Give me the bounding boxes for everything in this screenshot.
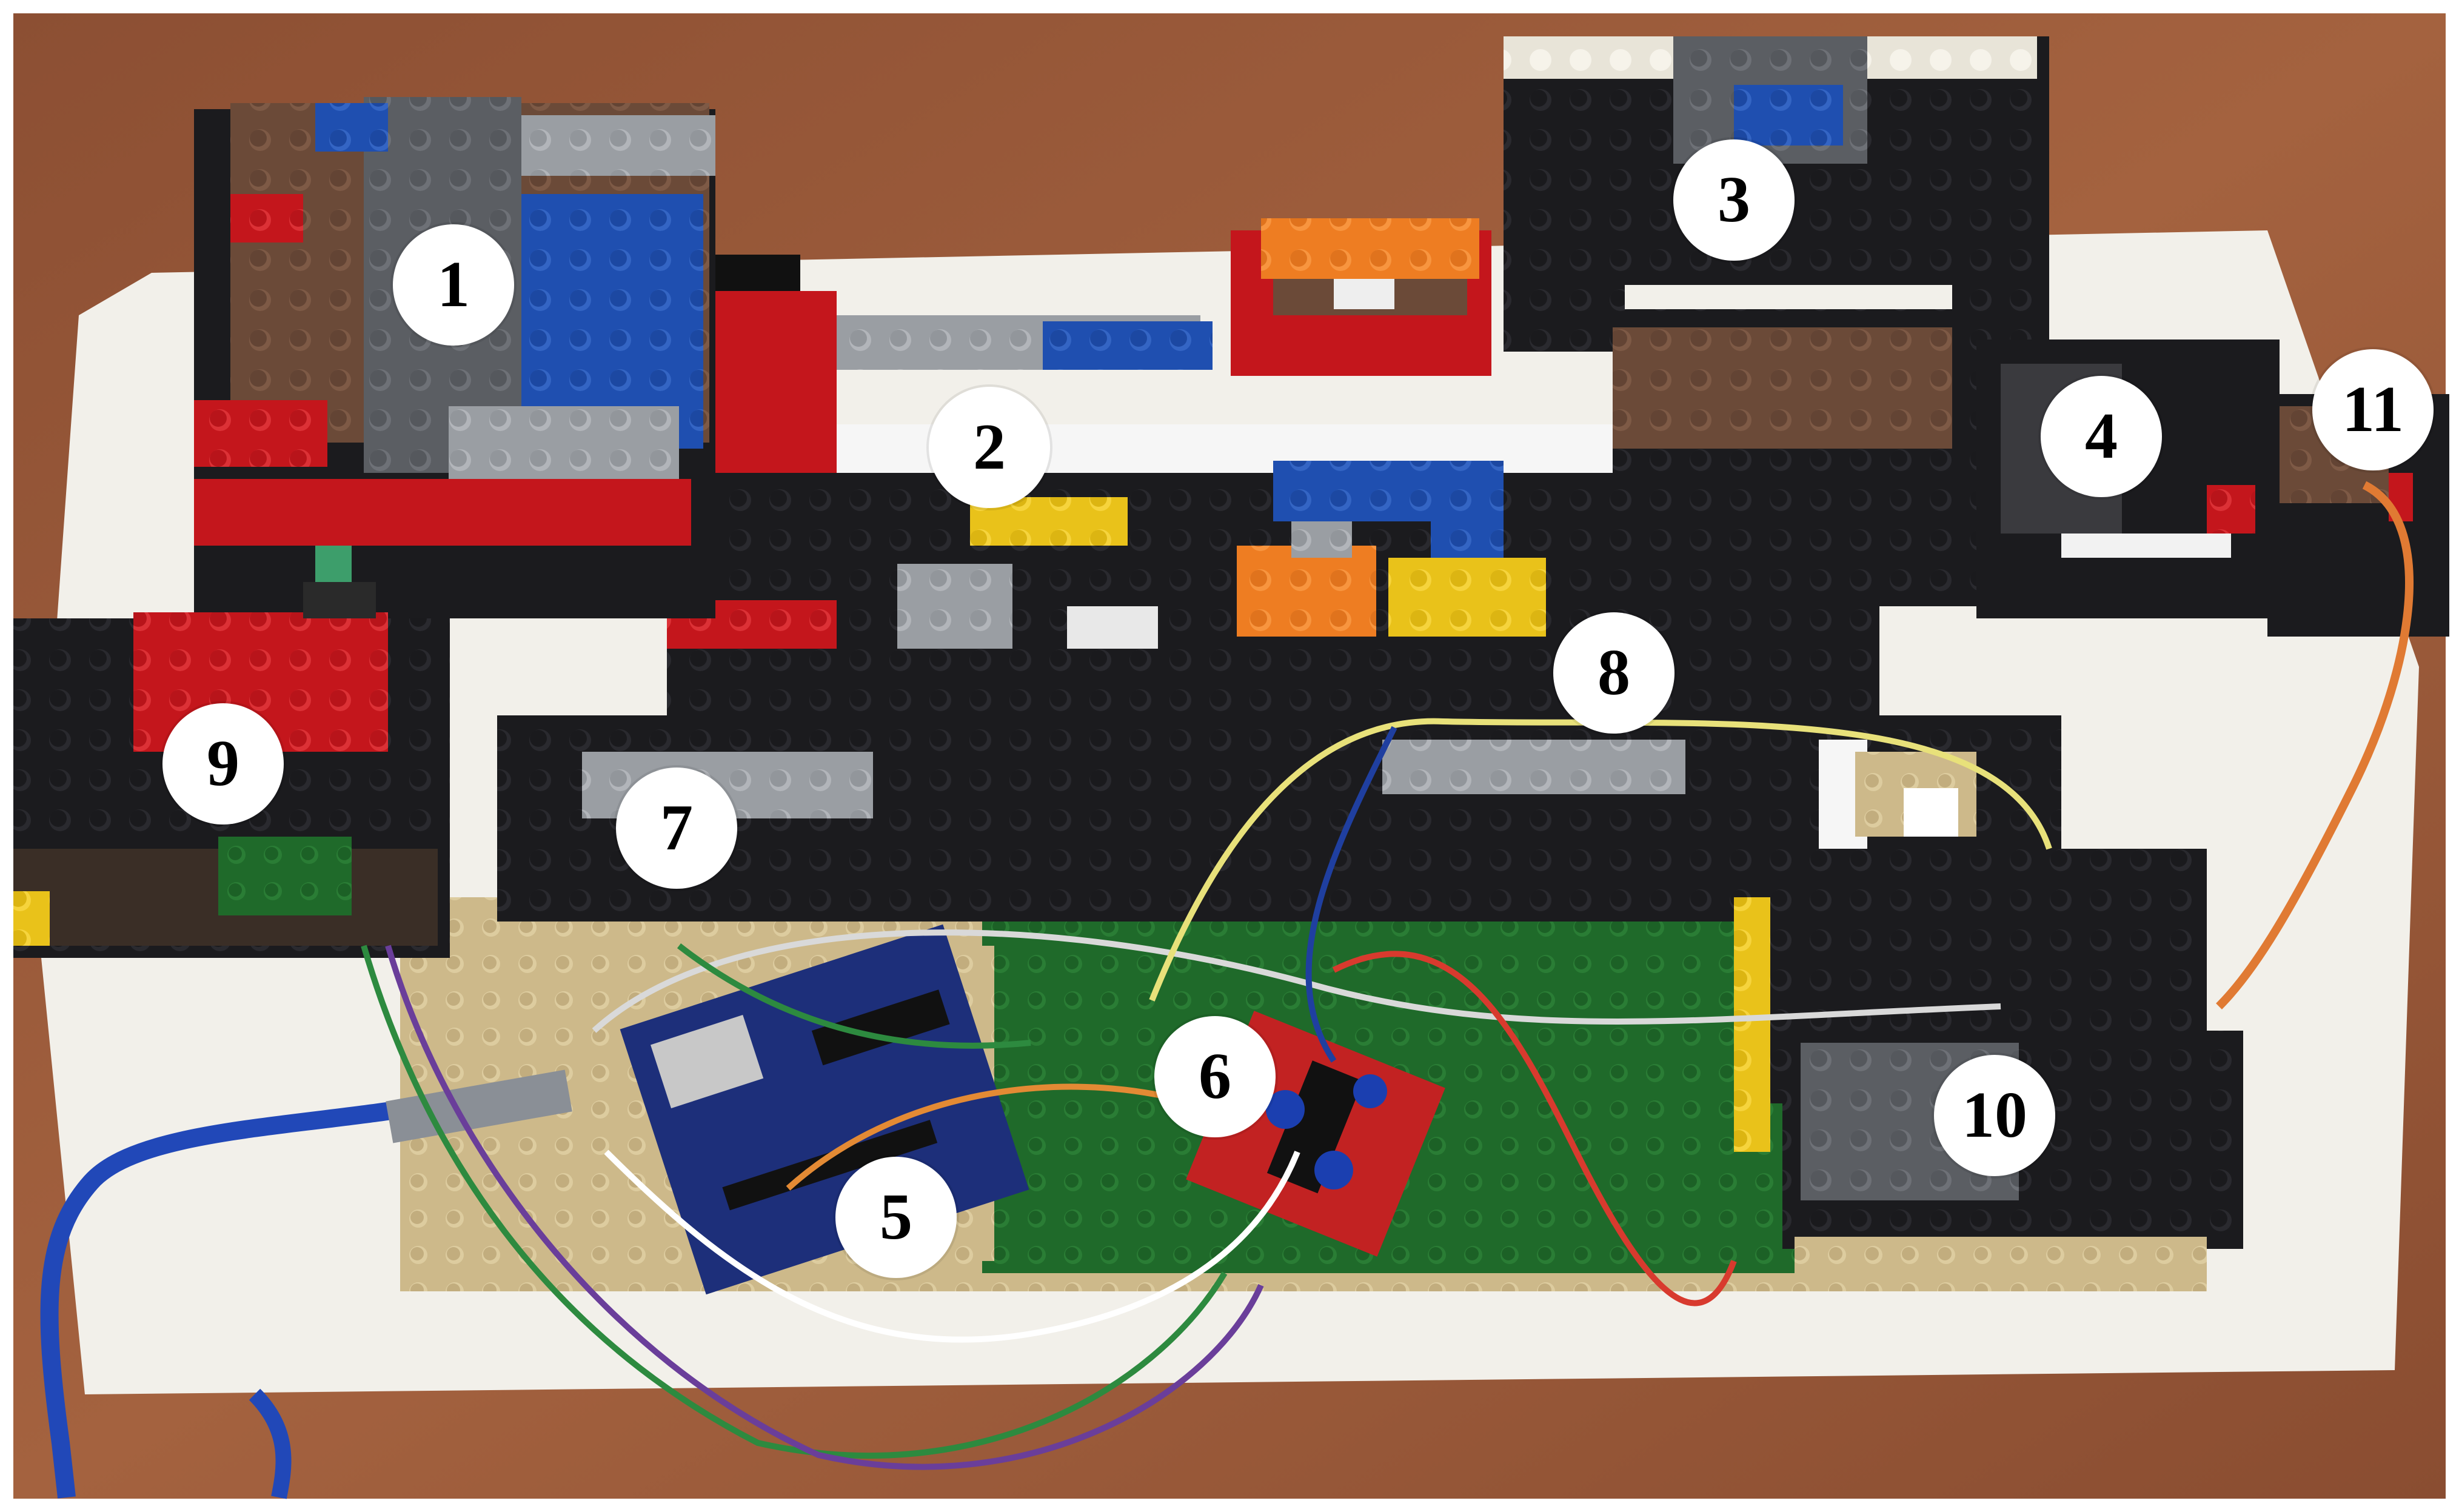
- wires: [361, 481, 2414, 1470]
- marker-1: 1: [393, 224, 514, 346]
- module-3: [1504, 36, 2049, 352]
- marker-11: 11: [2312, 349, 2434, 470]
- usb-cable: [40, 1094, 438, 1499]
- marker-4: 4: [2041, 376, 2162, 497]
- marker-7: 7: [616, 768, 737, 889]
- module-9: [13, 546, 450, 958]
- marker-5: 5: [835, 1157, 957, 1278]
- marker-2: 2: [929, 387, 1050, 508]
- module-1: [194, 97, 715, 618]
- marker-10: 10: [1934, 1055, 2055, 1176]
- marker-6: 6: [1154, 1016, 1276, 1137]
- marker-9: 9: [162, 703, 284, 825]
- marker-8: 8: [1553, 612, 1674, 734]
- module-10: [1734, 752, 2243, 1291]
- marker-3: 3: [1673, 139, 1795, 261]
